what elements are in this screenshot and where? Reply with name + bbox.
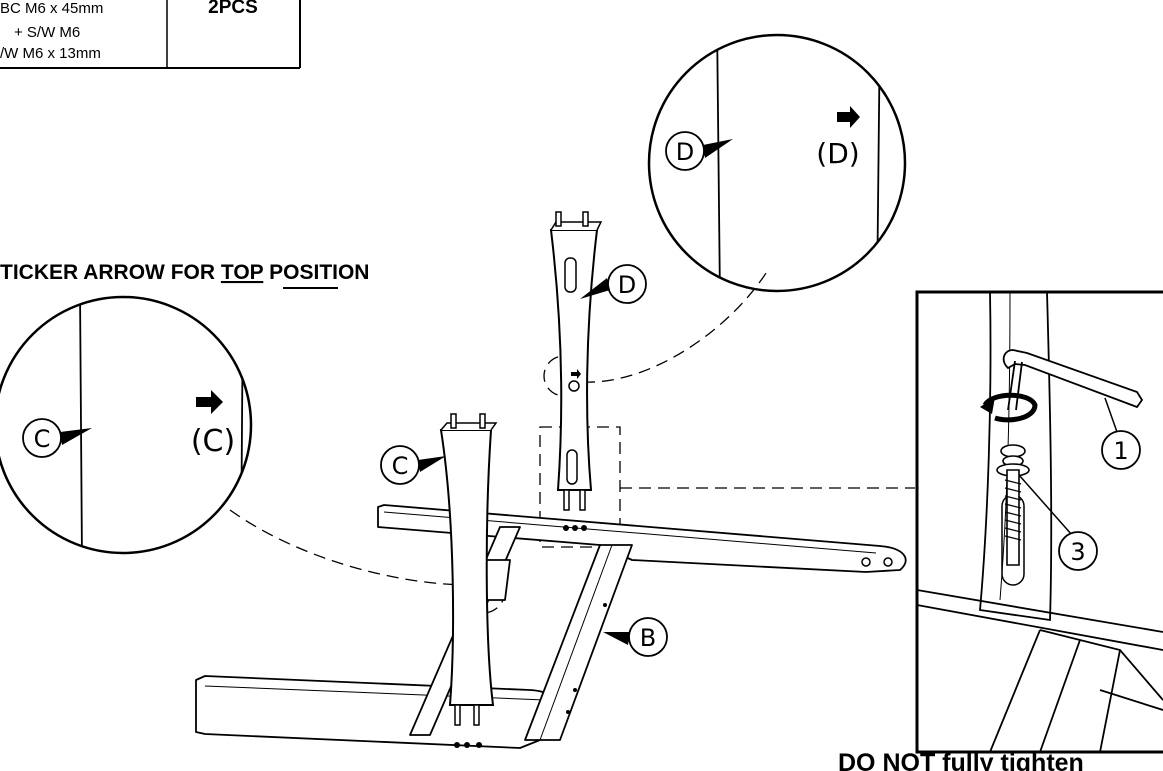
hole-c-3	[476, 742, 482, 748]
upright-d-studs	[555, 211, 589, 511]
thread-4	[1004, 503, 1022, 509]
leader-d	[582, 269, 769, 383]
detail-d-outline	[647, 33, 907, 293]
thread-5	[1004, 511, 1022, 517]
hole-c-2	[464, 742, 470, 748]
front-foot	[195, 675, 563, 749]
zoom-base-line	[917, 604, 1163, 651]
allen-key-shaft-2	[1015, 361, 1023, 411]
thread-7	[1004, 527, 1022, 533]
hardware-spec-line2: + S/W M6	[14, 24, 80, 41]
detail-c-left-edge	[79, 297, 83, 553]
upright-d: D	[549, 211, 647, 531]
zoom-rail-3	[1099, 649, 1121, 752]
stud-7	[563, 489, 570, 511]
upright-c-top	[440, 422, 498, 431]
stud-2	[479, 413, 486, 429]
foot-holes	[861, 557, 893, 567]
callout-c-pointer-detail	[60, 428, 92, 445]
leader-tool	[1104, 397, 1118, 433]
stud-8	[579, 489, 586, 511]
hole-d-1	[563, 525, 569, 531]
arrow-sticker-icon-d	[837, 106, 860, 128]
bolt-assembly-icon	[996, 444, 1030, 566]
thread-1	[1004, 479, 1022, 485]
detail-circle-c: C (C)	[0, 295, 253, 555]
hole-2	[883, 557, 893, 567]
detail-d-left-edge	[716, 35, 721, 291]
sticker-label-c: (C)	[191, 424, 235, 459]
callout-c-pointer	[418, 456, 446, 472]
zoom-panel: 1 3	[915, 290, 1163, 754]
callout-3-circle	[1058, 531, 1098, 571]
rotation-arrowhead-icon	[980, 397, 995, 414]
sticker-instruction-suffix: POSITION	[263, 261, 369, 284]
callout-d-label-detail: D	[676, 138, 694, 166]
slot-top	[564, 257, 577, 293]
thread-2	[1004, 487, 1022, 493]
screw-2	[573, 688, 577, 692]
screw-3	[566, 710, 570, 714]
stud-5	[555, 211, 562, 227]
bolt-shaft	[1006, 469, 1020, 566]
hole-d-2	[572, 525, 578, 531]
zoom-rail-2	[1039, 639, 1081, 752]
stud-1	[450, 413, 457, 429]
callout-c-label-detail: C	[34, 425, 51, 453]
callout-tool-number: 1	[1113, 437, 1128, 465]
rail-b-edge	[539, 544, 613, 741]
rotation-arrow-icon	[982, 392, 1038, 423]
bolt-threads	[1004, 479, 1022, 541]
sticker-label-d: (D)	[816, 137, 859, 170]
allen-key-shaft	[1007, 360, 1016, 411]
screw-1	[603, 603, 607, 607]
rail-b-screws	[566, 603, 607, 714]
callout-d-pointer-detail	[703, 139, 733, 158]
hardware-spec-line1: BC M6 x 45mm	[0, 0, 103, 17]
hole-c-1	[454, 742, 460, 748]
sticker-instruction-prefix: TICKER ARROW FOR	[0, 261, 221, 284]
thread-8	[1004, 535, 1022, 541]
callout-b-pointer	[603, 632, 630, 645]
stud-6	[582, 211, 589, 227]
leader-c	[229, 509, 471, 586]
slot-bottom	[566, 449, 578, 485]
hardware-spec-line3: /W M6 x 13mm	[0, 45, 101, 62]
arrow-sticker-icon-c	[196, 390, 223, 414]
callout-c-label: C	[392, 452, 409, 480]
hole-d-3	[581, 525, 587, 531]
zoom-base-top	[917, 589, 1163, 633]
callout-1-circle	[1101, 430, 1141, 470]
thread-3	[1004, 495, 1022, 501]
callout-b-label: B	[640, 624, 656, 652]
hole-1	[861, 557, 871, 567]
sticker-instruction-emphasis: TOP	[221, 261, 264, 284]
callout-d-label: D	[618, 271, 636, 299]
thread-6	[1004, 519, 1022, 525]
base-frame	[195, 504, 907, 749]
sticker-instruction: TICKER ARROW FOR TOP POSITION	[0, 261, 369, 284]
callout-bolt-number: 3	[1070, 538, 1085, 566]
zoom-rail-1	[989, 629, 1041, 752]
parts-table: BC M6 x 45mm + S/W M6 /W M6 x 13mm 2PCS	[0, 0, 301, 69]
detail-c-outline	[0, 295, 253, 555]
stud-4	[473, 704, 480, 726]
upright-c-body	[439, 429, 495, 706]
detail-circle-d: D (D)	[647, 33, 907, 293]
zoom-rail-4	[1099, 689, 1163, 711]
hardware-quantity: 2PCS	[208, 0, 258, 18]
detail-c-right-edge	[240, 297, 244, 553]
leader-bolt	[1018, 474, 1073, 536]
callout-d-pointer	[580, 278, 610, 299]
allen-key-icon	[1002, 349, 1144, 409]
warning-text: DO NOT fully tighten	[838, 749, 1084, 771]
stud-3	[454, 704, 461, 726]
rail-b	[524, 544, 633, 741]
upright-c: C	[380, 413, 498, 748]
upright-d-bolt	[568, 380, 580, 392]
arrow-sticker-icon-upright	[571, 369, 581, 379]
upright-c-studs	[450, 413, 486, 726]
